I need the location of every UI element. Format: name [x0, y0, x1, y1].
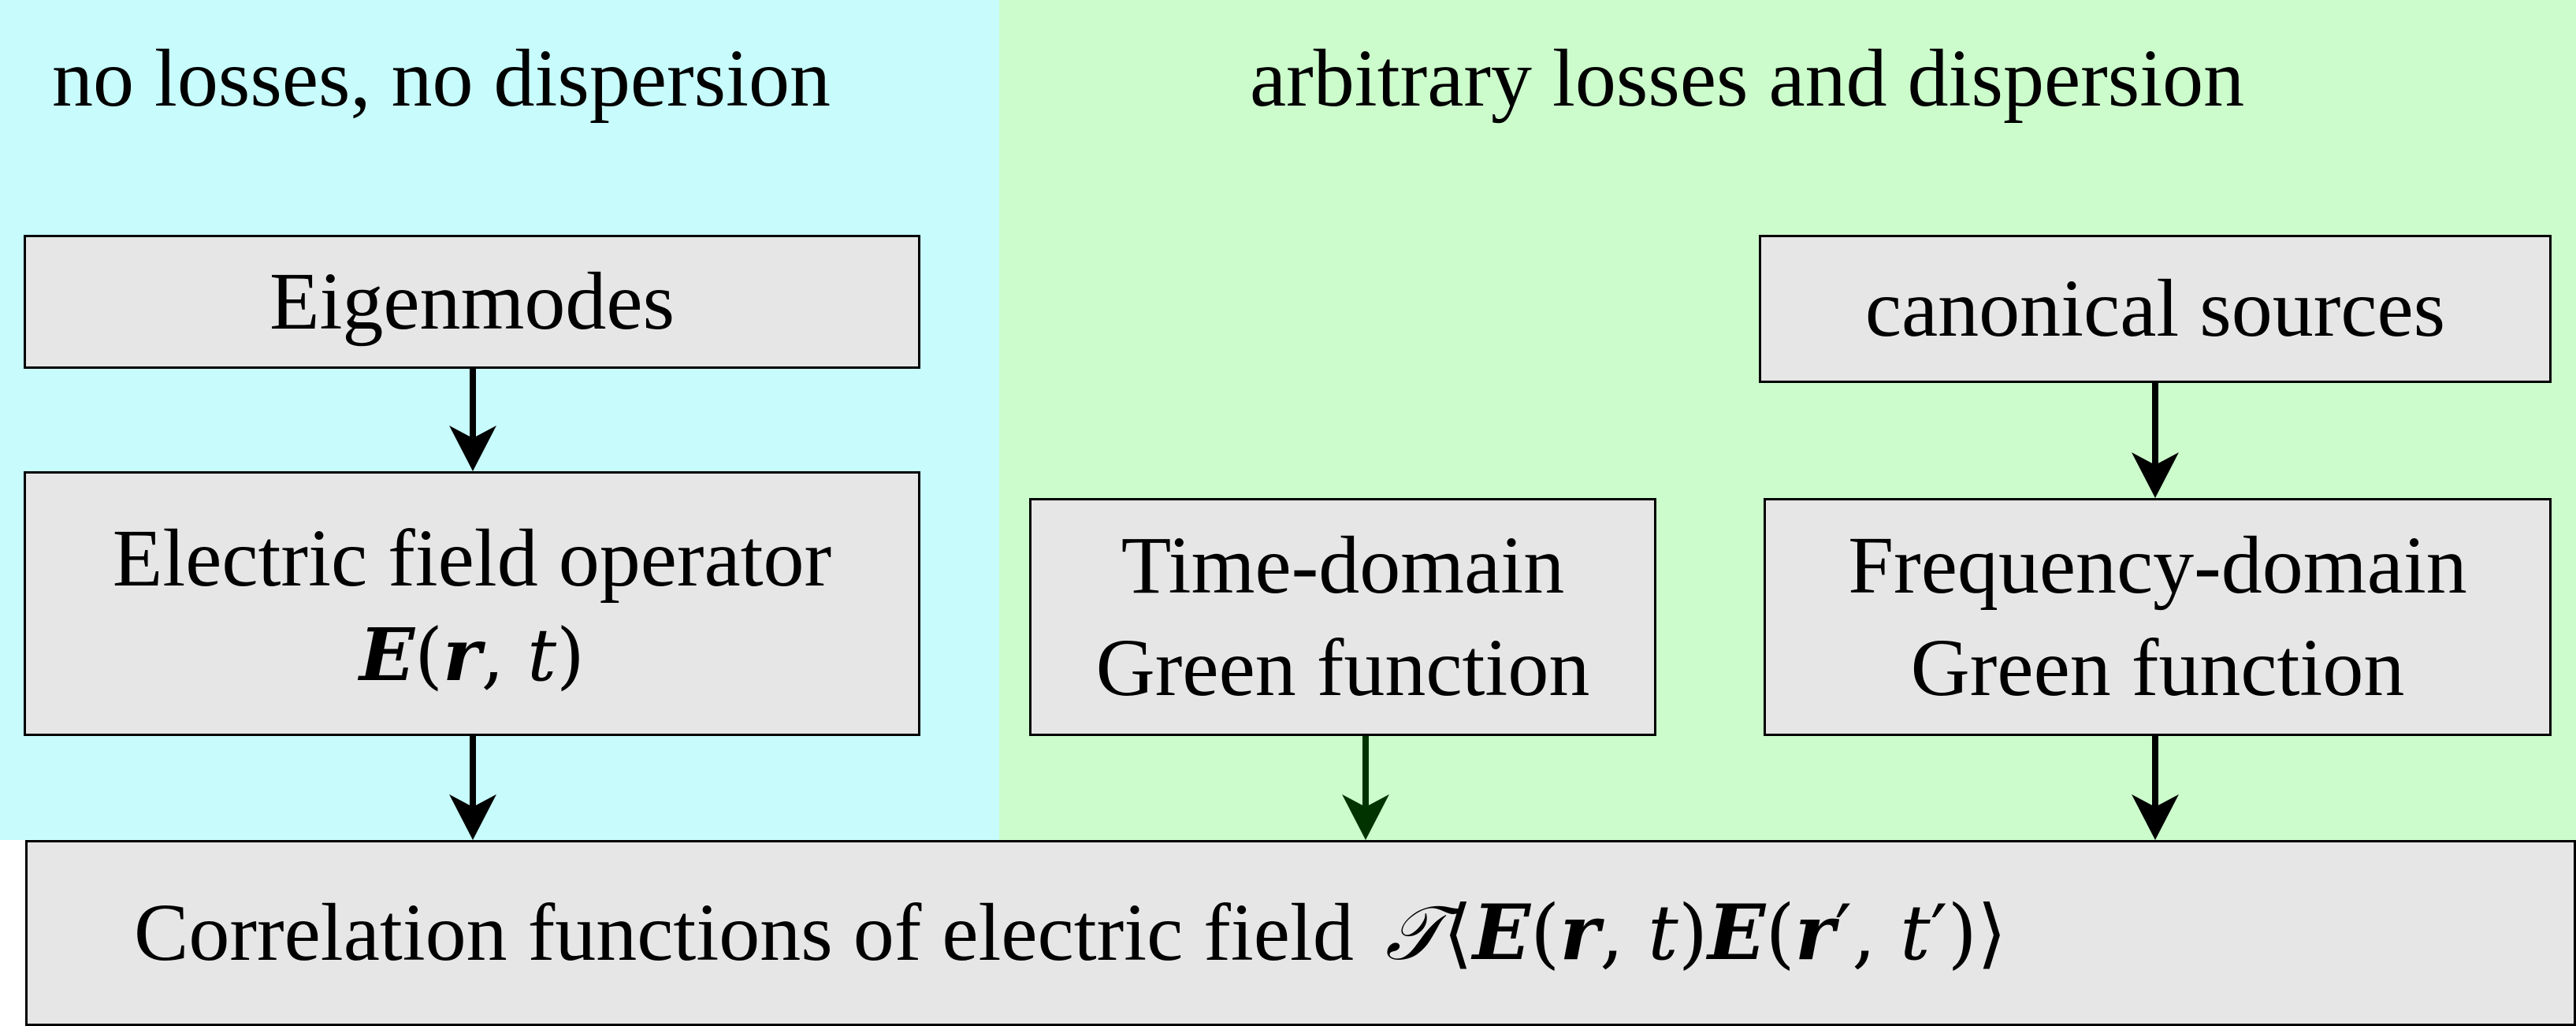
arrow-efield-to-correlation [449, 736, 496, 840]
green-function-label: Green function [1095, 623, 1590, 713]
frequency-domain-label: Frequency-domain [1848, 520, 2467, 611]
heading-no-losses: no losses, no dispersion [52, 33, 831, 124]
arrow-canonical-to-freq-green [2132, 383, 2179, 498]
correlation-functions-box: Correlation functions of electric field … [25, 840, 2576, 1026]
canonical-sources-label: canonical sources [1864, 263, 2446, 354]
electric-field-operator-label: Electric field operator [112, 512, 832, 604]
canonical-sources-box: canonical sources [1759, 235, 2552, 383]
correlation-functions-label: Correlation functions of electric field [134, 887, 1354, 978]
electric-field-formula: E(r, t) [359, 612, 585, 697]
time-domain-label: Time-domain [1121, 520, 1565, 611]
electric-field-operator-box: Electric field operator E(r, t) [24, 471, 920, 736]
time-domain-green-function-box: Time-domain Green function [1029, 498, 1656, 736]
green-function-label: Green function [1910, 623, 2405, 713]
eigenmodes-box: Eigenmodes [24, 235, 920, 369]
heading-arbitrary-losses: arbitrary losses and dispersion [1250, 33, 2245, 124]
arrow-eigenmodes-to-efield [449, 369, 496, 471]
correlation-formula: 𝒯⟨E(r, t)E(r′, t′)⟩ [1385, 888, 2007, 977]
eigenmodes-label: Eigenmodes [269, 256, 675, 347]
frequency-domain-green-function-box: Frequency-domain Green function [1764, 498, 2552, 736]
arrow-time-green-to-correlation [1342, 736, 1389, 840]
arrow-freq-green-to-correlation [2132, 736, 2179, 840]
